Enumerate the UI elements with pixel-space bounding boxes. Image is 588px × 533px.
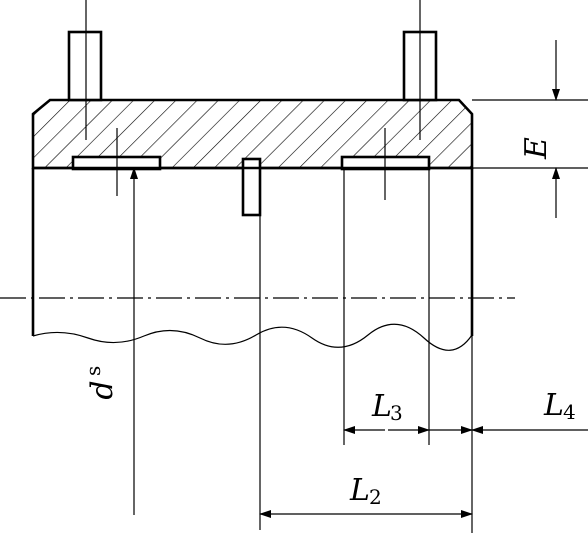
label-e: E <box>519 137 554 160</box>
center-stop <box>241 157 262 217</box>
dimension-e <box>472 40 588 218</box>
label-l2-sub: 2 <box>369 485 382 509</box>
label-l2-main: L <box>349 473 370 508</box>
label-ds-main: d <box>85 380 120 399</box>
label-l4: L 4 <box>543 388 576 424</box>
label-l3: L 3 <box>371 389 403 425</box>
terminal-pin-right <box>402 0 438 140</box>
terminal-pin-left <box>67 0 103 140</box>
extension-lines <box>259 168 473 533</box>
label-l4-sub: 4 <box>563 400 576 424</box>
label-ds-sub: s <box>81 366 105 376</box>
label-l4-main: L <box>543 388 564 423</box>
label-l3-main: L <box>371 389 392 424</box>
label-l3-sub: 3 <box>390 401 403 425</box>
label-ds: d s <box>81 366 120 400</box>
label-l2: L 2 <box>349 473 382 509</box>
